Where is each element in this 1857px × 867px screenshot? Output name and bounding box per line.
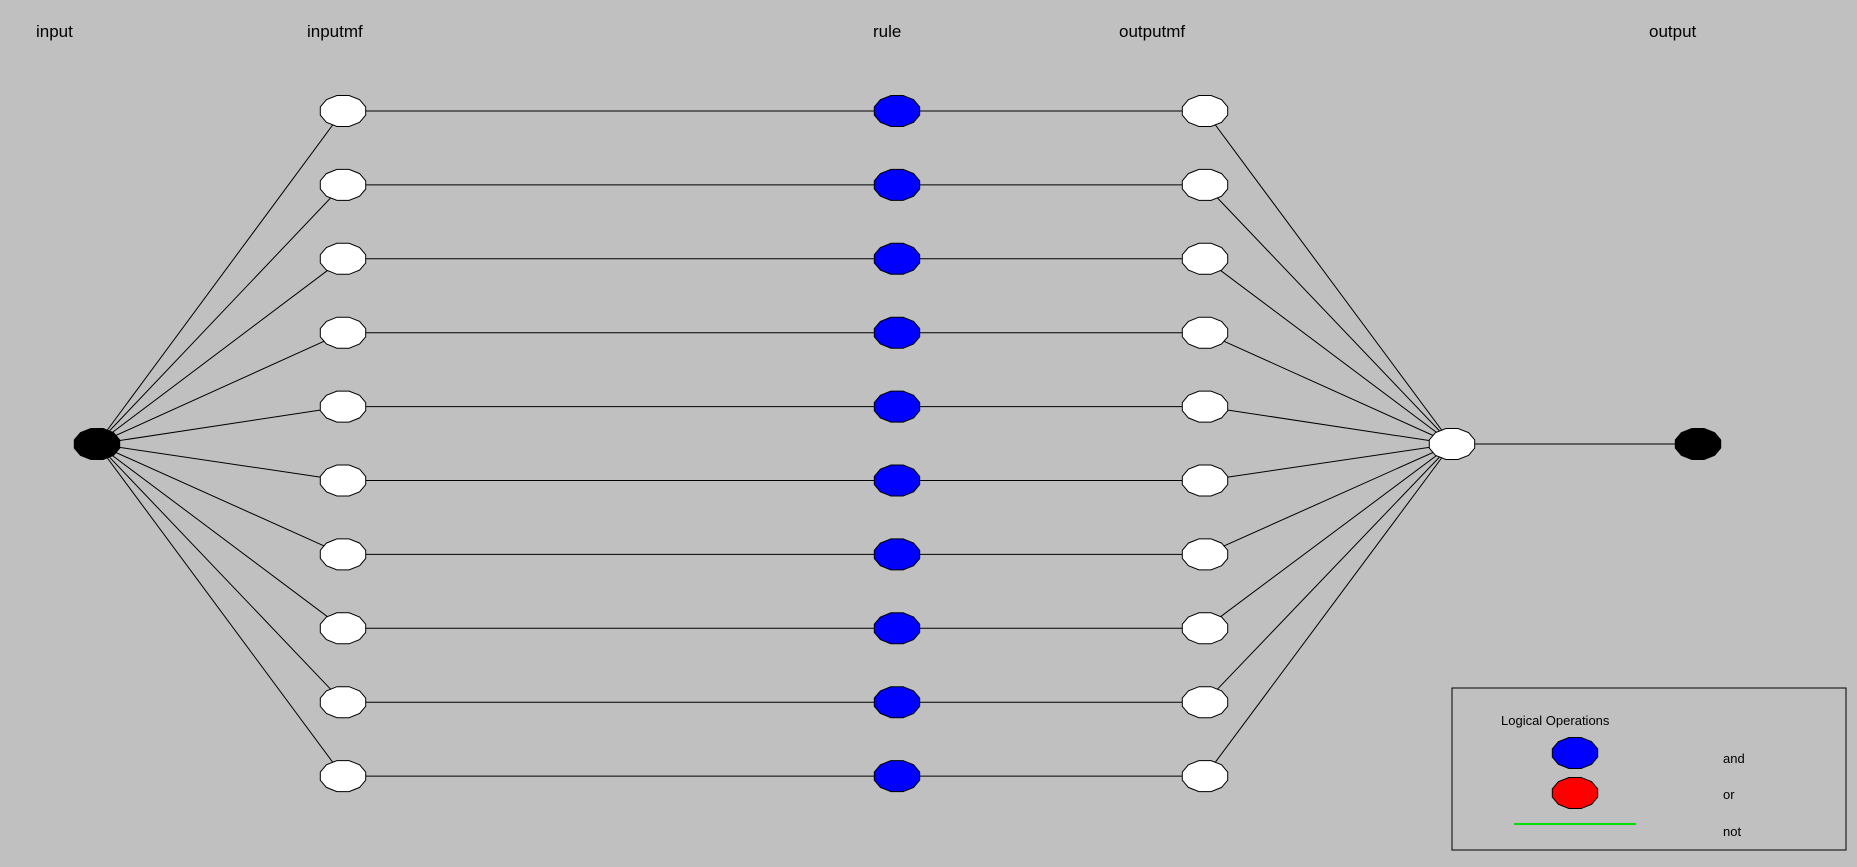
edge-outputmf-to-aggregator	[1204, 443, 1453, 703]
rule-node	[873, 390, 921, 423]
legend-title: Logical Operations	[1501, 713, 1610, 728]
column-label-rule: rule	[873, 22, 901, 41]
column-label-input: input	[36, 22, 73, 41]
rule-node	[873, 612, 921, 645]
rule-node	[873, 168, 921, 201]
outputmf-node	[1181, 168, 1229, 201]
rule-node	[873, 760, 921, 793]
edges-layer	[96, 110, 1698, 777]
inputmf-node	[319, 316, 367, 349]
legend-or-node	[1551, 777, 1599, 809]
edge-outputmf-to-aggregator	[1204, 443, 1453, 629]
outputmf-node	[1181, 316, 1229, 349]
edge-outputmf-to-aggregator	[1204, 443, 1453, 777]
inputmf-node	[319, 242, 367, 275]
outputmf-node	[1181, 686, 1229, 719]
legend: Logical Operations and or not	[1451, 687, 1847, 851]
edge-input-to-inputmf	[96, 443, 344, 703]
edge-input-to-inputmf	[96, 443, 344, 777]
edge-outputmf-to-aggregator	[1204, 184, 1453, 445]
rule-node	[873, 242, 921, 275]
inputmf-node	[319, 390, 367, 423]
inputmf-node	[319, 95, 367, 127]
edge-outputmf-to-aggregator	[1204, 332, 1453, 445]
legend-border	[1451, 687, 1847, 851]
edge-outputmf-to-aggregator	[1204, 443, 1453, 555]
outputmf-node	[1181, 242, 1229, 275]
rule-node	[873, 95, 921, 127]
edge-outputmf-to-aggregator	[1204, 443, 1453, 481]
edge-input-to-inputmf	[96, 443, 344, 555]
edge-outputmf-to-aggregator	[1204, 406, 1453, 445]
inputmf-node	[319, 612, 367, 645]
edge-input-to-inputmf	[96, 332, 344, 445]
edge-input-to-inputmf	[96, 110, 344, 445]
input-node	[73, 428, 121, 460]
column-label-output: output	[1649, 22, 1697, 41]
edge-input-to-inputmf	[96, 443, 344, 629]
rule-node	[873, 686, 921, 719]
legend-and-label: and	[1723, 751, 1745, 766]
edge-outputmf-to-aggregator	[1204, 258, 1453, 445]
inputmf-node	[319, 168, 367, 201]
aggregator-node	[1428, 428, 1476, 460]
nodes-layer	[73, 95, 1722, 793]
rule-node	[873, 316, 921, 349]
outputmf-node	[1181, 95, 1229, 127]
column-label-inputmf: inputmf	[307, 22, 363, 41]
edge-outputmf-to-aggregator	[1204, 110, 1453, 445]
legend-and-node	[1551, 737, 1599, 769]
inputmf-node	[319, 760, 367, 793]
inputmf-node	[319, 464, 367, 497]
rule-node	[873, 538, 921, 571]
edge-input-to-inputmf	[96, 406, 344, 445]
legend-or-label: or	[1723, 787, 1735, 802]
outputmf-node	[1181, 612, 1229, 645]
legend-not-label: not	[1723, 824, 1741, 839]
outputmf-node	[1181, 760, 1229, 793]
edge-input-to-inputmf	[96, 443, 344, 481]
outputmf-node	[1181, 538, 1229, 571]
outputmf-node	[1181, 390, 1229, 423]
output-node	[1674, 428, 1722, 460]
edge-input-to-inputmf	[96, 258, 344, 445]
inputmf-node	[319, 538, 367, 571]
inputmf-node	[319, 686, 367, 719]
edge-input-to-inputmf	[96, 184, 344, 445]
column-label-outputmf: outputmf	[1119, 22, 1185, 41]
rule-node	[873, 464, 921, 497]
outputmf-node	[1181, 464, 1229, 497]
